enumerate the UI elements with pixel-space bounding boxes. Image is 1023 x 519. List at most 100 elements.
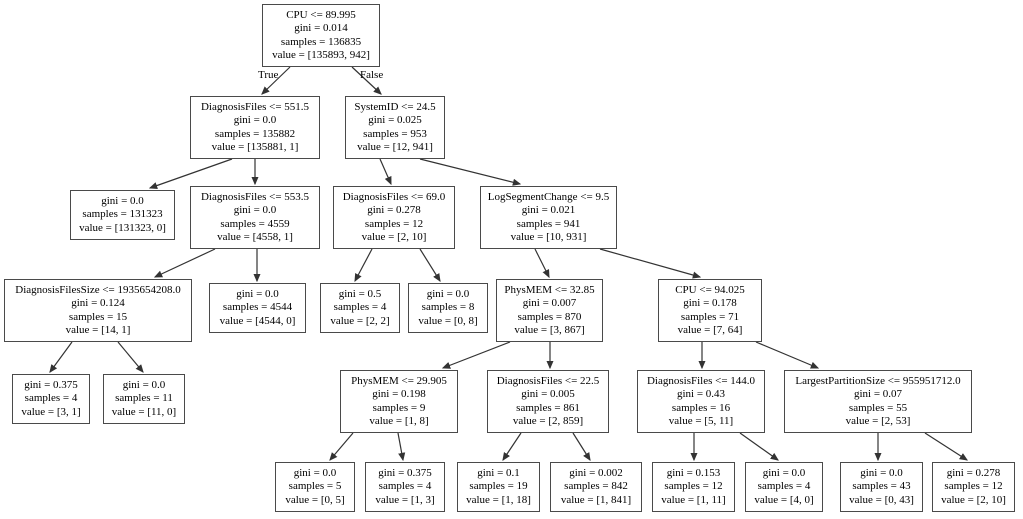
node-samples: samples = 9	[372, 401, 426, 414]
node-value: value = [0, 5]	[285, 493, 345, 506]
node-samples: samples = 861	[516, 401, 580, 414]
node-samples: samples = 131323	[82, 208, 163, 221]
node-gini: gini = 0.0	[762, 467, 806, 480]
node-gini: gini = 0.025	[368, 114, 422, 127]
node-value: value = [7, 64]	[677, 323, 743, 336]
node-gini: gini = 0.375	[378, 467, 432, 480]
node-value: value = [4558, 1]	[217, 230, 293, 243]
node-gini: gini = 0.002	[569, 467, 623, 480]
node-gini: gini = 0.07	[853, 388, 903, 401]
tree-edge-n16-n21	[502, 432, 522, 461]
node-gini: gini = 0.43	[676, 388, 726, 401]
node-gini: gini = 0.278	[946, 467, 1001, 480]
node-samples: samples = 16	[671, 401, 731, 414]
node-condition: DiagnosisFiles <= 551.5	[200, 100, 310, 113]
node-value: value = [0, 43]	[849, 493, 914, 506]
node-samples: samples = 71	[680, 310, 740, 323]
node-gini: gini = 0.153	[666, 467, 721, 480]
node-samples: samples = 136835	[280, 35, 362, 48]
node-samples: samples = 870	[517, 310, 582, 323]
node-value: value = [4544, 0]	[219, 314, 296, 327]
tree-edge-n1-n3	[148, 158, 233, 189]
tree-edge-n11-n15	[441, 341, 511, 369]
node-value: value = [10, 931]	[510, 230, 587, 243]
node-samples: samples = 12	[944, 480, 1003, 493]
node-value: value = [5, 11]	[668, 414, 734, 427]
node-samples: samples = 43	[852, 480, 911, 493]
node-gini: gini = 0.0	[236, 288, 279, 301]
tree-edge-n2-n6	[419, 158, 522, 186]
node-samples: samples = 4544	[222, 301, 293, 314]
node-samples: samples = 842	[564, 480, 628, 493]
node-value: value = [1, 3]	[375, 493, 435, 506]
node-gini: gini = 0.0	[101, 195, 144, 208]
node-samples: samples = 4	[333, 301, 387, 314]
tree-edge-n16-n22	[572, 432, 591, 462]
tree-edge-n7-n13	[49, 341, 73, 373]
node-samples: samples = 8	[421, 301, 475, 314]
node-gini: gini = 0.278	[367, 204, 421, 217]
node-value: value = [2, 859]	[512, 414, 584, 427]
tree-edge-n5-n9	[354, 248, 373, 283]
node-condition: DiagnosisFiles <= 22.5	[496, 374, 600, 387]
node-value: value = [14, 1]	[65, 323, 131, 336]
node-samples: samples = 12	[664, 480, 723, 493]
node-condition: DiagnosisFilesSize <= 1935654208.0	[15, 283, 181, 296]
node-value: value = [2, 2]	[330, 314, 390, 327]
node-value: value = [11, 0]	[111, 405, 177, 418]
node-gini: gini = 0.1	[477, 467, 520, 480]
node-gini: gini = 0.5	[338, 288, 382, 301]
node-gini: gini = 0.007	[522, 297, 577, 310]
node-value: value = [135881, 1]	[211, 140, 299, 153]
node-condition: CPU <= 94.025	[675, 283, 745, 296]
tree-edge-n2-n5	[379, 158, 392, 186]
node-value: value = [135893, 942]	[272, 48, 370, 61]
node-gini: gini = 0.0	[860, 467, 903, 480]
node-samples: samples = 55	[848, 401, 908, 414]
node-value: value = [1, 18]	[466, 493, 531, 506]
node-samples: samples = 5	[288, 480, 342, 493]
node-samples: samples = 12	[364, 217, 424, 230]
node-condition: DiagnosisFiles <= 69.0	[342, 190, 446, 203]
node-samples: samples = 4	[378, 480, 432, 493]
node-samples: samples = 135882	[214, 127, 296, 140]
node-condition: SystemID <= 24.5	[354, 100, 436, 113]
branch-label-true: True	[258, 69, 279, 81]
node-gini: gini = 0.0	[233, 204, 277, 217]
node-value: value = [1, 841]	[560, 493, 632, 506]
tree-edge-n17-n24	[739, 432, 779, 461]
node-gini: gini = 0.0	[233, 114, 277, 127]
node-value: value = [2, 10]	[361, 230, 427, 243]
node-value: value = [2, 10]	[941, 493, 1006, 506]
tree-edge-n6-n12	[599, 248, 702, 279]
node-samples: samples = 19	[469, 480, 528, 493]
node-condition: LogSegmentChange <= 9.5	[487, 190, 610, 203]
node-value: value = [3, 1]	[21, 405, 81, 418]
node-gini: gini = 0.0	[426, 288, 470, 301]
node-samples: samples = 941	[516, 217, 581, 230]
node-value: value = [1, 11]	[661, 493, 726, 506]
tree-edge-n6-n11	[534, 248, 550, 279]
node-condition: CPU <= 89.995	[286, 8, 356, 21]
node-gini: gini = 0.375	[24, 379, 78, 392]
node-samples: samples = 15	[68, 310, 128, 323]
tree-edge-n5-n10	[419, 248, 441, 283]
